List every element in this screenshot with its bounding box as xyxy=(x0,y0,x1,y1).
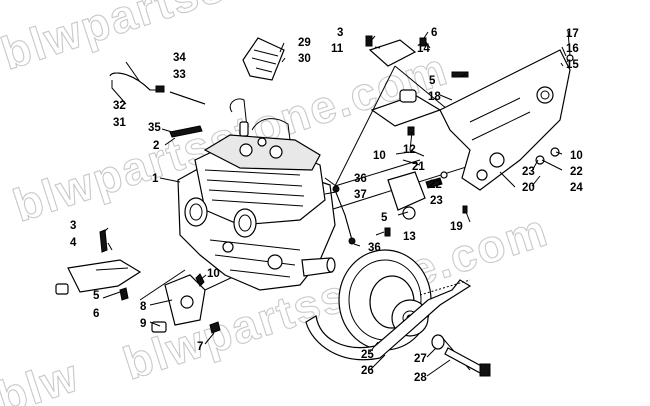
center-mount xyxy=(151,273,221,334)
callout-35: 35 xyxy=(148,122,161,134)
callout-4: 4 xyxy=(70,237,77,249)
callout-8: 8 xyxy=(140,301,147,313)
callout-25: 25 xyxy=(361,349,374,361)
callout-22-right: 22 xyxy=(570,166,583,178)
intake-cover xyxy=(242,37,285,81)
leader-lines xyxy=(102,30,571,377)
callout-16: 16 xyxy=(566,43,579,55)
callout-18: 18 xyxy=(428,91,441,103)
callout-21: 21 xyxy=(412,161,425,173)
left-front-mount xyxy=(55,229,142,301)
callout-17: 17 xyxy=(566,28,579,40)
engine-assembly xyxy=(177,98,336,291)
callout-27: 27 xyxy=(414,353,427,365)
callout-10-right: 10 xyxy=(570,150,583,162)
side-bracket xyxy=(384,171,468,237)
callout-24: 24 xyxy=(570,182,583,194)
callout-30: 30 xyxy=(298,53,311,65)
callout-15: 15 xyxy=(566,59,579,71)
callout-13: 13 xyxy=(403,231,416,243)
callout-34: 34 xyxy=(173,52,186,64)
watermark-corner: blw xyxy=(0,349,86,406)
callout-29: 29 xyxy=(298,37,311,49)
callout-5-mid: 5 xyxy=(381,212,388,224)
callout-9: 9 xyxy=(140,318,146,330)
callout-33: 33 xyxy=(173,69,186,81)
callout-36-lower: 36 xyxy=(368,242,381,254)
callout-7: 7 xyxy=(197,341,203,353)
callout-36-upper: 36 xyxy=(354,173,367,185)
callout-6-top: 6 xyxy=(431,27,437,39)
callout-32: 32 xyxy=(113,100,126,112)
callout-5-top: 5 xyxy=(429,75,436,87)
callout-12: 12 xyxy=(403,144,416,156)
callout-3-top: 3 xyxy=(337,27,343,39)
callout-20: 20 xyxy=(522,182,535,194)
callout-31: 31 xyxy=(113,117,126,129)
drive-clutch xyxy=(305,249,491,377)
callout-28: 28 xyxy=(414,372,427,384)
callout-14: 14 xyxy=(417,43,430,55)
oil-line xyxy=(332,185,356,245)
callout-3-left: 3 xyxy=(70,220,76,232)
fuel-hose xyxy=(109,72,206,105)
callout-10-center: 10 xyxy=(207,268,220,280)
callout-6-left: 6 xyxy=(93,308,99,320)
callout-23-mid: 23 xyxy=(430,195,443,207)
callout-26: 26 xyxy=(361,365,374,377)
callout-2: 2 xyxy=(153,140,159,152)
callout-19: 19 xyxy=(450,221,463,233)
callout-22-mid: 22 xyxy=(429,179,442,191)
gasket xyxy=(169,125,203,138)
top-mount xyxy=(365,35,469,136)
callout-11: 11 xyxy=(331,43,344,55)
right-engine-mount xyxy=(439,49,574,191)
callout-23-right: 23 xyxy=(522,166,535,178)
callout-5-left: 5 xyxy=(93,290,100,302)
callout-1: 1 xyxy=(152,173,159,185)
callout-labels: 1 2 35 34 33 32 31 29 30 3 4 5 6 8 9 7 1… xyxy=(70,27,583,384)
callout-10-mid: 10 xyxy=(373,150,386,162)
callout-37: 37 xyxy=(354,189,367,201)
